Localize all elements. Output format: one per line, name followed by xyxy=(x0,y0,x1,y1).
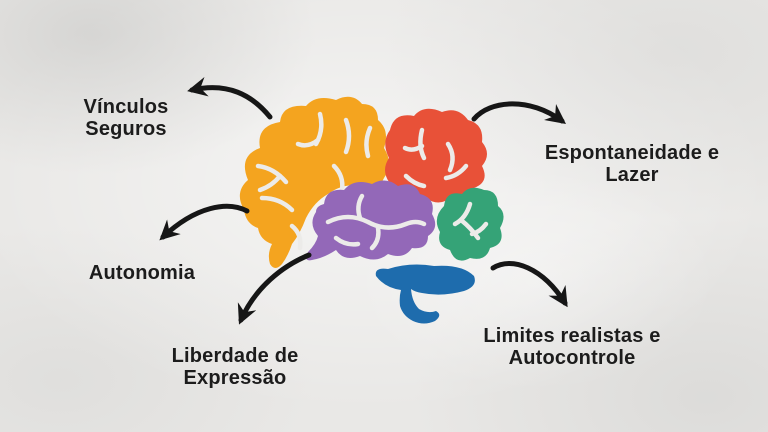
arrow-liberdade-expressao xyxy=(237,252,312,325)
label-line: Seguros xyxy=(85,118,167,140)
label-line: Liberdade de xyxy=(171,345,299,367)
occipital-lobe-sulci xyxy=(452,201,489,241)
arrow-autonomia xyxy=(159,203,250,241)
frontal-lobe-sulci xyxy=(255,111,373,251)
label-limites-autocontrole: Limites realistas e Autocontrole xyxy=(462,325,682,369)
label-line: Limites realistas e xyxy=(483,325,661,347)
label-espontaneidade-lazer: Espontaneidade e Lazer xyxy=(512,142,752,186)
parietal-lobe-sulci xyxy=(402,127,469,189)
label-liberdade-expressao: Liberdade de Expressão xyxy=(135,345,335,389)
brain-cerebellum-stem xyxy=(375,264,475,324)
arrow-espontaneidade xyxy=(471,101,567,124)
arrow-vinculos-seguros xyxy=(187,76,273,120)
label-line: Autonomia xyxy=(88,262,196,284)
arrows xyxy=(159,76,568,325)
label-vinculos-seguros: Vínculos Seguros xyxy=(26,96,226,140)
temporal-lobe-sulci xyxy=(325,193,427,251)
brain-illustration xyxy=(239,96,504,324)
label-line: Expressão xyxy=(183,367,287,389)
label-line: Vínculos xyxy=(83,96,169,118)
brain-frontal-lobe xyxy=(239,96,389,268)
brain-occipital-lobe xyxy=(436,187,504,261)
label-line: Espontaneidade e xyxy=(544,142,720,164)
label-autonomia: Autonomia xyxy=(42,262,242,284)
label-line: Autocontrole xyxy=(508,347,636,369)
arrow-limites-autocontrole xyxy=(490,261,568,308)
label-line: Lazer xyxy=(605,164,659,186)
